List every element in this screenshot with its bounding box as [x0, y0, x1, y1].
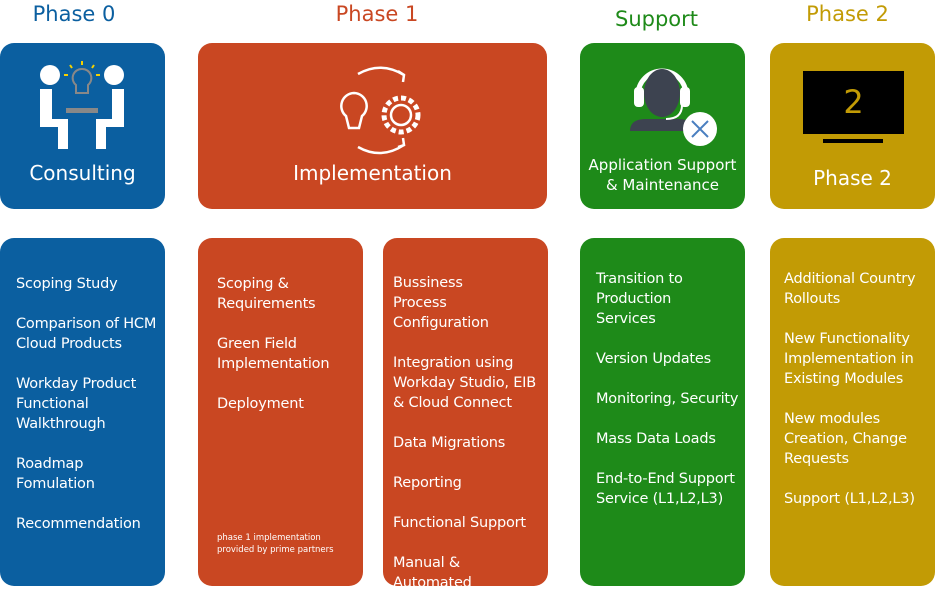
phase1b-list: Bussiness Process Configuration Integrat…: [393, 273, 543, 613]
list-item: Transition to Production Services: [596, 271, 683, 327]
list-item: Manual & Automated Testing: [393, 555, 472, 611]
list-item: Integration using Workday Studio, EIB & …: [393, 355, 536, 411]
support-list: Transition to Production Services Versio…: [596, 269, 741, 509]
phase1b-list-card: Bussiness Process Configuration Integrat…: [383, 238, 548, 611]
phase1-header: Phase 1: [335, 2, 419, 26]
phase2-card: 2 Phase 2: [770, 43, 935, 209]
support-header: Support: [614, 7, 698, 31]
phase1a-list-card: Scoping & Requirements Green Field Imple…: [198, 238, 363, 586]
list-item: Green Field Implementation: [217, 336, 330, 372]
list-item: Recommendation: [16, 516, 141, 532]
phase2-title: Phase 2: [813, 166, 892, 190]
list-item: Scoping & Requirements: [217, 276, 316, 312]
monitor-stand: [823, 139, 883, 143]
list-item: Functional Support: [393, 515, 526, 531]
list-item: Reporting: [393, 475, 462, 491]
list-item: Additional Country Rollouts: [784, 271, 916, 307]
list-item: Monitoring, Security: [596, 391, 739, 407]
list-item: End-to-End Support Service (L1,L2,L3): [596, 471, 735, 507]
support-agent-icon: [630, 68, 717, 146]
idea-gear-cycle-icon: [340, 66, 421, 155]
phase0-list: Scoping Study Comparison of HCM Cloud Pr…: [16, 274, 165, 534]
phase1a-list: Scoping & Requirements Green Field Imple…: [217, 274, 330, 414]
list-item: Mass Data Loads: [596, 431, 716, 447]
support-title-line1: Application Support: [588, 156, 737, 174]
list-item: Workday Product Functional Walkthrough: [16, 376, 137, 432]
implementation-title: Implementation: [293, 161, 452, 185]
phase0-list-card: Scoping Study Comparison of HCM Cloud Pr…: [0, 238, 165, 586]
list-item: Bussiness Process Configuration: [393, 275, 489, 331]
phase1-note: phase 1 implementation provided by prime…: [217, 533, 334, 555]
list-item: Version Updates: [596, 351, 711, 367]
list-item: Scoping Study: [16, 276, 118, 292]
phase2-header: Phase 2: [806, 2, 889, 26]
list-item: Comparison of HCM Cloud Products: [16, 316, 157, 352]
consulting-icon: [40, 61, 124, 149]
list-item: Data Migrations: [393, 435, 506, 451]
phase2-list-card: Additional Country Rollouts New Function…: [770, 238, 935, 586]
list-item: New modules Creation, Change Requests: [784, 411, 907, 467]
list-item: Support (L1,L2,L3): [784, 491, 915, 507]
list-item: Deployment: [217, 396, 304, 412]
list-item: New Functionality Implementation in Exis…: [784, 331, 914, 387]
support-card: Application Support & Maintenance: [580, 43, 745, 209]
phase2-list: Additional Country Rollouts New Function…: [784, 269, 919, 509]
list-item: Roadmap Fomulation: [16, 456, 95, 492]
consulting-card: Consulting: [0, 43, 165, 209]
monitor-icon: 2: [803, 71, 904, 134]
support-title-line2: & Maintenance: [605, 176, 720, 194]
monitor-text: 2: [843, 83, 864, 121]
phase0-header: Phase 0: [32, 2, 116, 26]
support-list-card: Transition to Production Services Versio…: [580, 238, 745, 586]
consulting-title: Consulting: [29, 161, 136, 185]
implementation-card: Implementation: [198, 43, 547, 209]
